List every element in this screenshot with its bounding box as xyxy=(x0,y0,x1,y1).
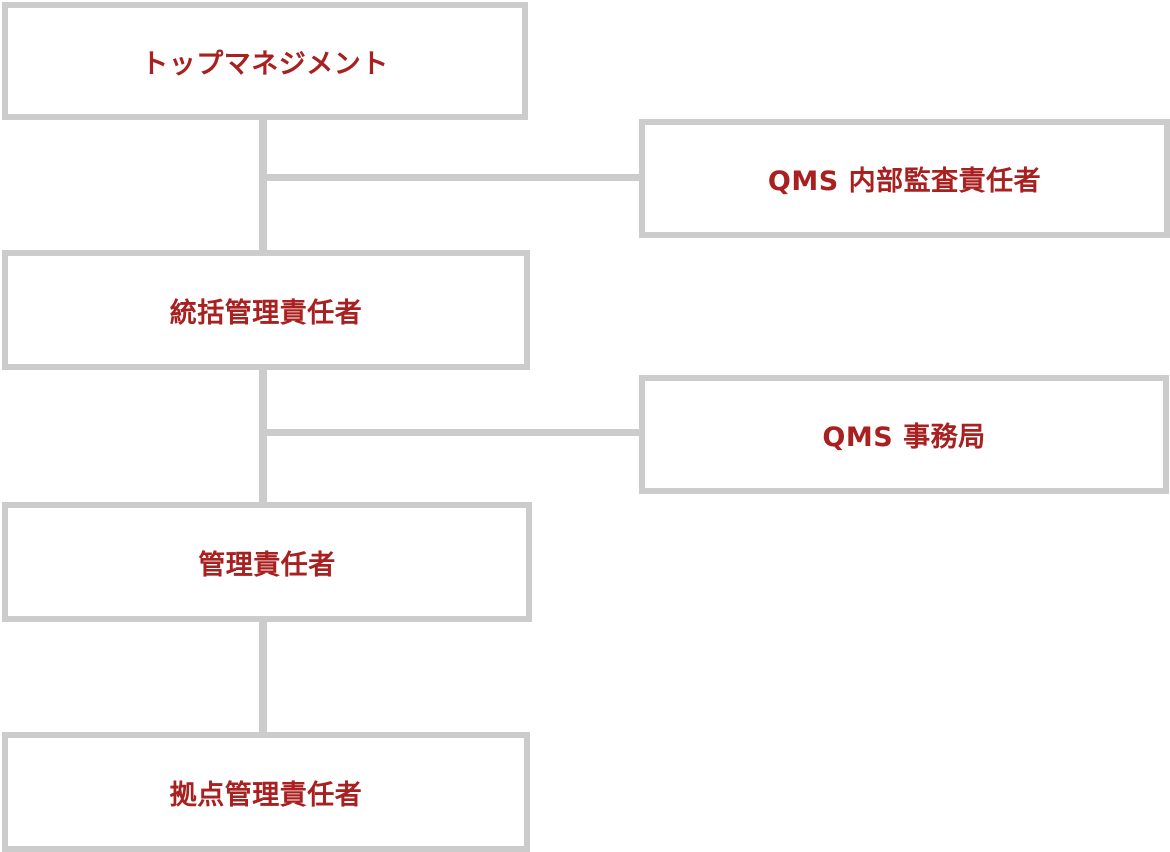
node-manager-label: 管理責任者 xyxy=(198,549,336,581)
connector-manager-to-site xyxy=(259,618,267,736)
node-site-manager: 拠点管理責任者 xyxy=(2,732,530,852)
node-qms-internal-audit: QMS 内部監査責任者 xyxy=(639,119,1170,238)
node-general-manager: 統括管理責任者 xyxy=(2,250,530,370)
connector-to-qms-secretariat xyxy=(259,429,643,436)
node-qms-secretariat: QMS 事務局 xyxy=(639,375,1169,494)
node-qms-secretariat-label: QMS 事務局 xyxy=(822,422,986,453)
node-qms-internal-audit-label: QMS 内部監査責任者 xyxy=(767,166,1042,197)
node-top-management-label: トップマネジメント xyxy=(141,48,389,80)
connector-general-to-manager xyxy=(259,366,267,506)
connector-top-to-general xyxy=(259,116,267,254)
node-top-management: トップマネジメント xyxy=(2,2,528,120)
node-site-manager-label: 拠点管理責任者 xyxy=(169,779,363,811)
node-general-manager-label: 統括管理責任者 xyxy=(169,297,363,329)
node-manager: 管理責任者 xyxy=(2,502,532,622)
connector-to-qms-internal-audit xyxy=(259,174,643,181)
